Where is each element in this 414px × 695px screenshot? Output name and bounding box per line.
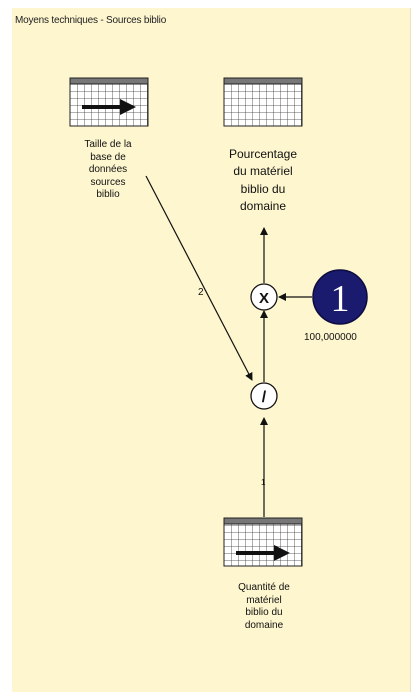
multiply-symbol: X xyxy=(259,290,269,307)
label-taille-line-4: sources xyxy=(90,176,126,188)
label-pourcentage-line-2: du matériel xyxy=(233,164,293,179)
label-pourcentage-line-4: domaine xyxy=(239,199,287,214)
label-taille-line-1: Taille de la xyxy=(84,139,132,150)
label-quantite: Quantité de matériel biblio du domaine xyxy=(214,582,314,632)
label-pourcentage: Pourcentage du matériel biblio du domain… xyxy=(208,146,318,216)
label-taille-line-5: biblio xyxy=(96,189,120,200)
label-quantite-line-1: Quantité de xyxy=(238,582,290,593)
table-icon-taille[interactable] xyxy=(69,77,149,127)
multiply-node[interactable]: X xyxy=(250,283,278,311)
page-title: Moyens techniques - Sources biblio xyxy=(15,15,167,26)
table-icon-quantite[interactable] xyxy=(223,517,303,567)
arrow-label-2: 2 xyxy=(198,287,204,298)
label-taille-line-2: base de xyxy=(90,151,126,163)
label-quantite-line-3: biblio du xyxy=(245,607,283,618)
label-quantite-line-4: domaine xyxy=(244,619,284,631)
label-taille-line-3: données xyxy=(88,164,128,175)
label-quantite-line-2: matériel xyxy=(246,594,282,606)
label-taille: Taille de la base de données sources bib… xyxy=(60,139,156,202)
label-pourcentage-line-3: biblio du xyxy=(240,181,286,196)
label-pourcentage-line-1: Pourcentage xyxy=(228,147,298,161)
divide-node[interactable]: / xyxy=(250,382,278,410)
constant-symbol: 1 xyxy=(331,278,350,320)
arrow-taille-to-divide xyxy=(145,175,253,381)
constant-node[interactable]: 1 xyxy=(312,269,368,325)
divide-symbol: / xyxy=(262,389,267,406)
label-constant-value: 100,000000 xyxy=(304,332,357,343)
table-icon-pourcentage[interactable] xyxy=(223,77,303,127)
arrow-label-1: 1 xyxy=(261,478,266,487)
